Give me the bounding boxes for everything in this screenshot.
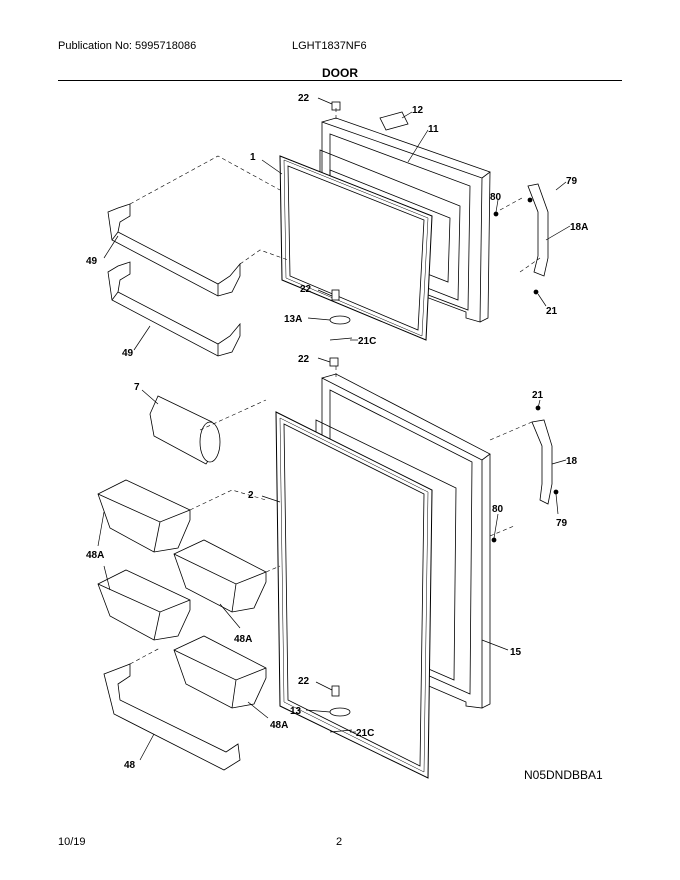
callout-48a-c: 48A [270,720,288,731]
fresh-food-gasket [275,411,433,779]
leader-lines [97,97,571,761]
callout-7: 7 [134,382,140,393]
dairy-compartment [149,395,221,465]
header-rule [58,80,622,81]
door-bin-4 [173,635,267,709]
freezer-handle [527,183,549,277]
callout-49: 49 [86,256,98,267]
freezer-shelf-lower [107,261,241,357]
callout-48: 48 [124,760,136,771]
callout-18: 18 [566,456,578,467]
callout-13a: 13A [284,314,302,325]
page-number: 2 [336,836,343,848]
callout-12: 12 [412,105,424,116]
freezer-small-parts [329,101,539,341]
callout-79-b: 79 [556,518,568,529]
callout-22-d: 22 [298,676,310,687]
callout-22-c: 22 [298,354,310,365]
callout-48a: 48A [86,550,104,561]
door-bin-2 [173,539,267,613]
callout-1: 1 [250,152,256,163]
callout-80: 80 [490,192,502,203]
callout-15: 15 [510,647,522,658]
callout-21c: 21C [358,336,376,347]
door-shelf-bottom [103,663,241,771]
callout-48a-b: 48A [234,634,252,645]
callout-22: 22 [298,93,310,104]
callout-21c-b: 21C [356,728,374,739]
section-title: DOOR [322,66,358,80]
callout-79: 79 [566,176,578,187]
footer-date: 10/19 [58,836,86,848]
callout-21: 21 [546,306,558,317]
callout-22-b: 22 [300,284,312,295]
callout-labels: 22 12 11 1 80 79 18A 49 49 22 13A 21 21C… [86,93,588,771]
callout-21-b: 21 [532,390,544,401]
callout-18a: 18A [570,222,588,233]
door-bin-1 [97,479,191,553]
diagram-code: N05DNDBBA1 [524,768,603,782]
callout-11: 11 [428,124,439,135]
door-bin-3 [97,569,191,641]
publication-number: Publication No: 5995718086 [58,40,197,52]
callout-49-lower: 49 [122,348,134,359]
callout-13: 13 [290,706,302,717]
alignment-guides [129,108,541,665]
callout-2: 2 [248,490,254,501]
callout-80-b: 80 [492,504,504,515]
freezer-gasket [279,155,433,341]
fresh-food-handle [491,405,553,543]
model-number: LGHT1837NF6 [292,40,367,52]
freezer-shelf-upper [107,203,241,297]
